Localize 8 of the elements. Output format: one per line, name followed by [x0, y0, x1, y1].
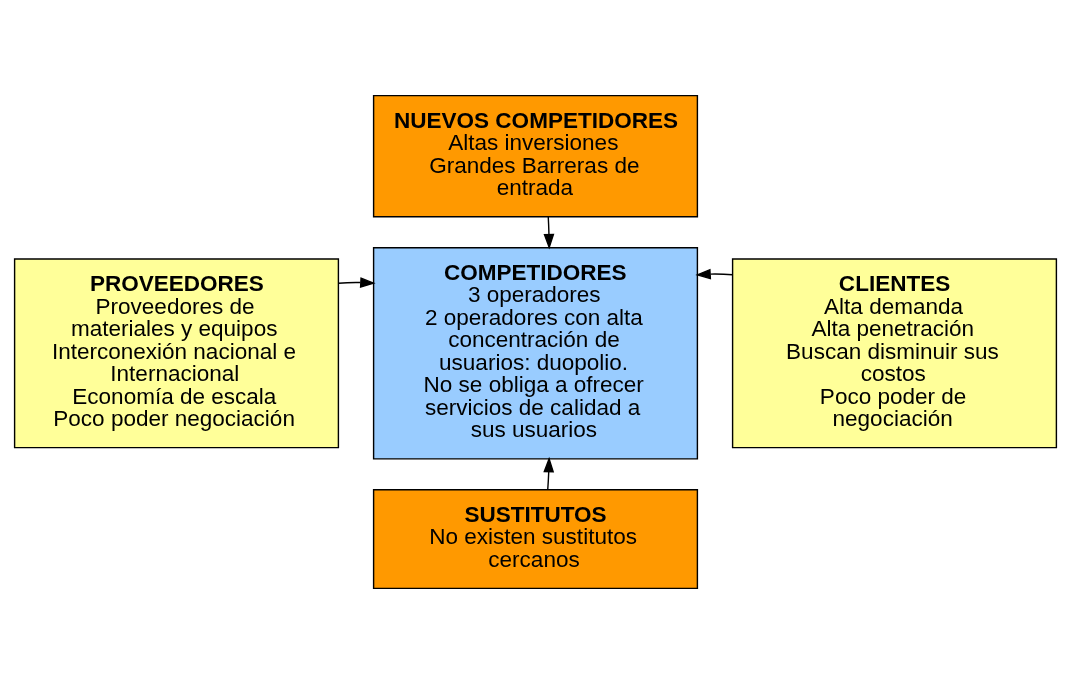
node-box: PROVEEDORES Proveedores de materiales y equipos Interconexión nacional e Internacional Economía de escala Poco poder negociación — [13, 257, 340, 448]
node-box: COMPETIDORES 3 operadores 2 operadores con alta concentración de usuarios: duopolio. No se obliga a ofrecer servicios de calidad a sus usuarios — [372, 246, 699, 460]
arrow — [543, 456, 555, 490]
node-box: NUEVOS COMPETIDORES Altas inversiones Grandes Barreras de entrada — [372, 94, 699, 217]
arrow — [337, 276, 376, 288]
node-box: SUSTITUTOS No existen sustitutos cercanos — [372, 488, 699, 589]
arrow — [695, 268, 734, 280]
node-box: CLIENTES Alta demanda Alta penetración Buscan disminuir sus costos Poco poder de negociación — [731, 257, 1058, 448]
